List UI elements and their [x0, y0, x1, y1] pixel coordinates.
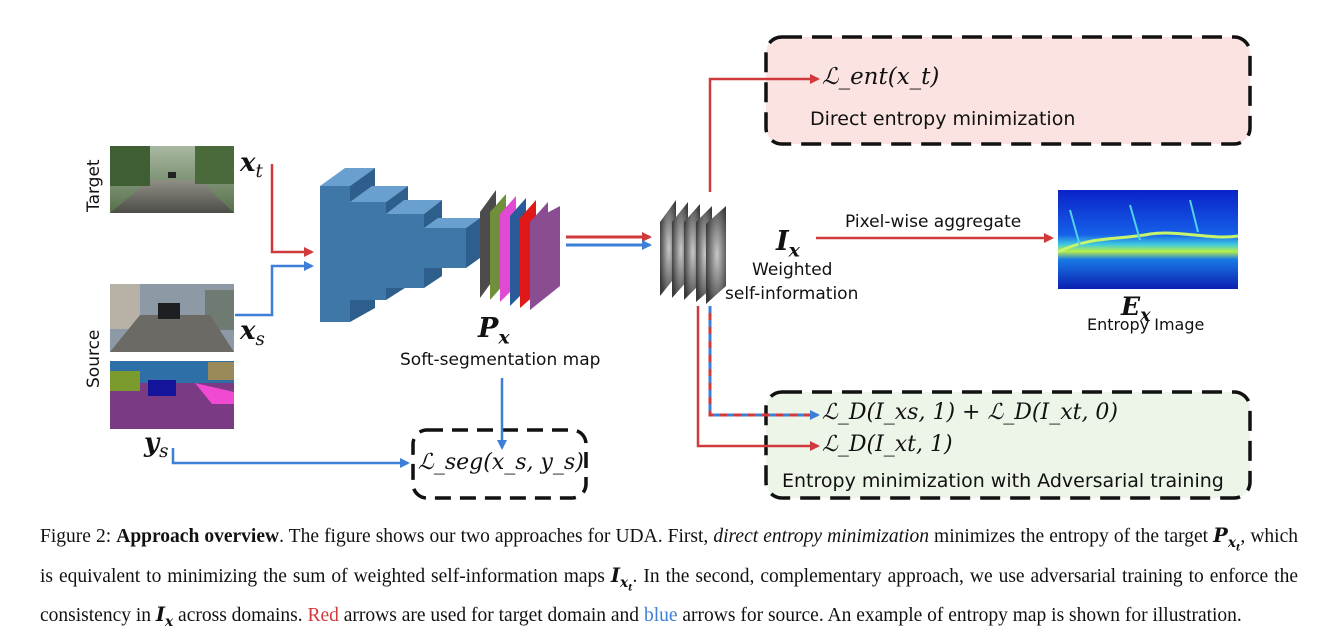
- source-image: [110, 284, 234, 352]
- ys-arrow: [171, 448, 410, 468]
- weighted-label: Weighted: [752, 260, 833, 280]
- ix-label: Ix: [776, 226, 800, 262]
- adversarial-label: Entropy minimization with Adversarial tr…: [782, 470, 1224, 492]
- entropy-image: [1057, 190, 1239, 289]
- pixel-aggregate-label: Pixel-wise aggregate: [845, 212, 1022, 232]
- red-word: Red: [307, 605, 339, 627]
- direct-entropy-box: [764, 35, 1252, 146]
- ys-label: ys: [144, 428, 169, 463]
- target-image: [110, 146, 234, 213]
- target-label: Target: [84, 159, 104, 212]
- to-direct-entropy-arrow: [708, 74, 820, 192]
- soft-seg-label: Soft-segmentation map: [400, 350, 601, 370]
- ent-loss-formula: ℒ_ent(x_t): [822, 64, 940, 90]
- xt-label: xt: [240, 148, 263, 183]
- caption-title: Approach overview: [116, 526, 280, 547]
- to-adversarial-red-arrow: [696, 306, 820, 451]
- figure-label: Figure 2:: [40, 526, 112, 547]
- direct-entropy-label: Direct entropy minimization: [810, 108, 1076, 130]
- xs-label: xs: [240, 316, 265, 351]
- source-arrow: [235, 261, 314, 317]
- source-label: Source: [84, 329, 104, 388]
- approach-diagram: [110, 35, 1252, 500]
- ex-label: Ex: [1121, 292, 1151, 326]
- entropy-image-label: Entropy Image: [1087, 315, 1205, 334]
- to-adversarial-mixed-arrow: [708, 306, 818, 417]
- self-information-stack: [660, 200, 726, 304]
- adv-loss-formula-2: ℒ_D(I_xt, 1): [822, 432, 953, 457]
- target-arrow: [270, 164, 314, 257]
- px-label: Px: [478, 313, 510, 349]
- figure-caption: Figure 2: Approach overview. The figure …: [40, 524, 1299, 631]
- adv-loss-formula-1: ℒ_D(I_xs, 1) + ℒ_D(I_xt, 0): [822, 400, 1119, 425]
- soft-segmentation-stack: [480, 190, 560, 310]
- self-information-label: self-information: [725, 284, 859, 304]
- source-label-map: [110, 361, 234, 429]
- seg-loss-formula: ℒ_seg(x_s, y_s): [418, 450, 584, 475]
- cnn-network: [320, 168, 480, 322]
- blue-word: blue: [643, 605, 678, 627]
- seg-loss-box: [411, 428, 588, 500]
